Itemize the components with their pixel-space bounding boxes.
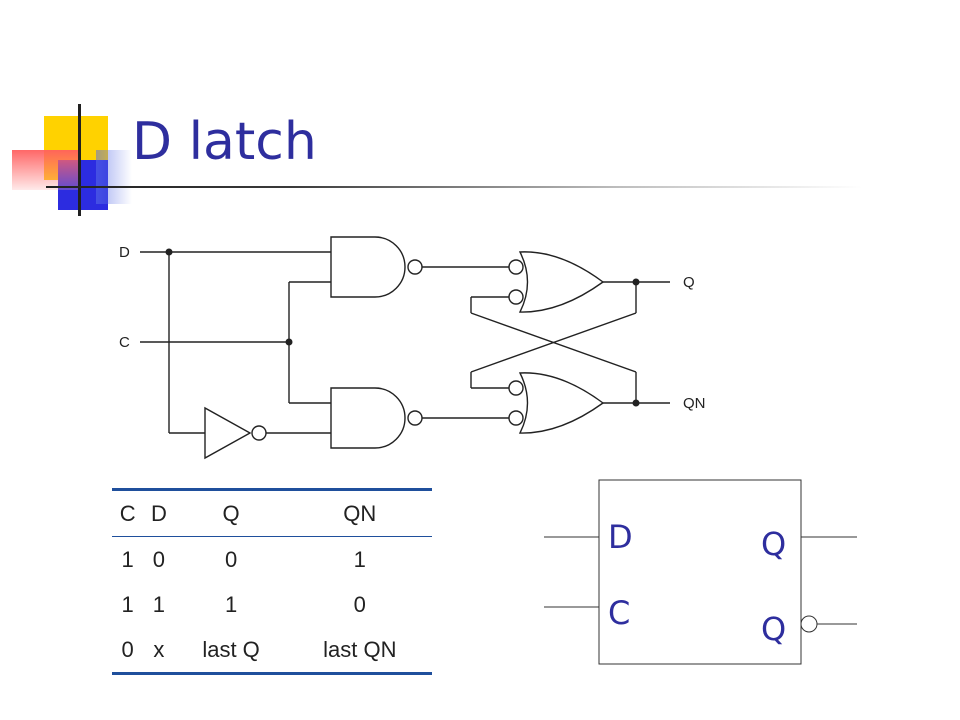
header-c: C [119,500,136,526]
junction-d [165,248,173,256]
symbol-label-c: C [608,594,630,632]
wire-cross-2 [470,312,637,373]
or-top-bubble-b [508,289,524,305]
cell-qn: last QN [323,636,397,662]
truth-table: C D Q QN 1 0 0 1 1 1 1 0 0 x last Q [112,488,432,675]
cell-c: 1 [121,591,134,617]
inverter-gate [204,406,252,460]
or-bottom-bubble-b [508,410,524,426]
junction-qn [632,399,640,407]
latch-box [598,479,802,665]
slide-title: D latch [132,112,317,172]
nand-1-bubble [407,259,423,275]
cell-d: 1 [152,591,166,617]
symbol-qbar-bubble [800,615,818,633]
or-top-bubble-a [508,259,524,275]
table-row: 1 1 1 0 [112,582,432,627]
cell-q: 0 [224,546,238,572]
or-gate-top [518,251,605,313]
truth-table-bottom-rule [112,672,432,675]
junction-c [285,338,293,346]
symbol-label-d: D [608,518,633,556]
nand-gate-2 [330,387,406,449]
nand-2-bubble [407,410,423,426]
symbol-label-q: Q [761,525,786,563]
label-d: D [119,244,130,261]
label-q: Q [683,274,695,291]
or-bottom-bubble-a [508,380,524,396]
inverter-bubble [251,425,267,441]
truth-table-top-rule [112,488,432,491]
header-q: Q [222,500,240,526]
cell-qn: 0 [353,591,366,617]
cell-q: last Q [202,636,260,662]
header-d: D [150,500,167,526]
nand-gate-1 [330,236,406,298]
cell-q: 1 [224,591,238,617]
decor-square-blur [96,150,132,204]
label-qn: QN [683,395,706,412]
cell-d: x [153,636,165,662]
label-c: C [119,334,130,351]
cell-d: 0 [152,546,166,572]
symbol-label-qbar: Q [761,610,786,648]
cell-c: 0 [121,636,134,662]
junction-q [632,278,640,286]
title-underline [46,186,862,188]
latch-symbol: D C Q Q [544,479,857,665]
header-qn: QN [343,500,377,526]
cell-qn: 1 [353,546,366,572]
decor-vertical-line [78,104,81,216]
decor-square-red [12,150,78,190]
table-row: 0 x last Q last QN [112,627,432,672]
truth-table-header: C D Q QN [112,491,432,537]
table-row: 1 0 0 1 [112,537,432,583]
cell-c: 1 [121,546,134,572]
or-gate-bottom [518,372,605,434]
